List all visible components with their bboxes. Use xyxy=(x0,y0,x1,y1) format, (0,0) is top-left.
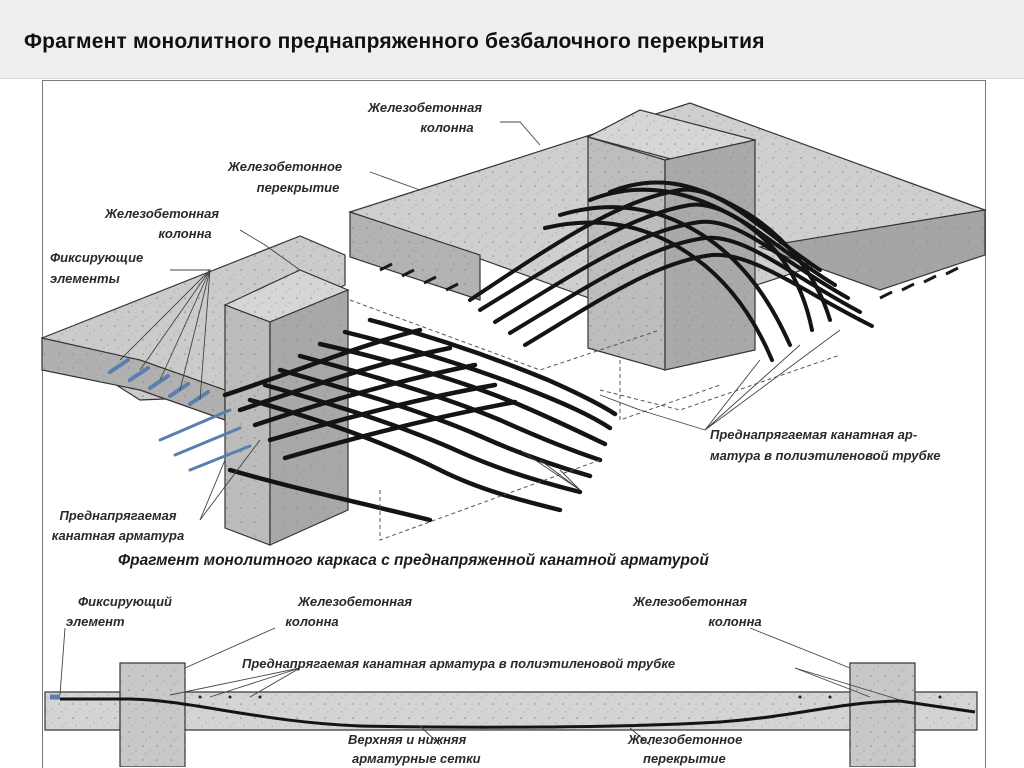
label-tendon-right-1: Преднапрягаемая канатная ар- xyxy=(710,427,917,442)
right-tendon-group xyxy=(468,180,874,362)
page-title: Фрагмент монолитного преднапряженного бе… xyxy=(24,30,765,53)
section-label-tendon: Преднапрягаемая канатная арматура в поли… xyxy=(242,656,675,671)
section-label-column-left-1: Железобетонная xyxy=(297,594,412,609)
section-label-slab-2: перекрытие xyxy=(643,751,726,766)
label-column-top-2: колонна xyxy=(420,120,473,135)
section-tendon xyxy=(60,697,976,729)
header-bar: Фрагмент монолитного преднапряженного бе… xyxy=(0,0,1024,79)
label-fixing-2: элементы xyxy=(50,271,120,286)
section-mesh-top xyxy=(198,695,942,699)
hidden-lines xyxy=(349,299,841,541)
section-label-mesh-1: Верхняя и нижняя xyxy=(348,732,467,747)
label-tendon-right-2: матура в полиэтиленовой трубке xyxy=(710,448,941,463)
section-label-column-right-1: Железобетонная xyxy=(632,594,747,609)
label-slab-top-1: Железобетонное xyxy=(227,159,342,174)
label-tendon-left-1: Преднапрягаемая xyxy=(59,508,176,523)
section-label-fixing-2: элемент xyxy=(66,614,125,629)
leader-lines xyxy=(119,121,841,521)
section-caption: Фрагмент монолитного каркаса с преднапря… xyxy=(118,552,709,569)
section-label-mesh-2: арматурные сетки xyxy=(352,751,481,766)
label-column-top-1: Железобетонная xyxy=(367,100,482,115)
label-column-left-2: колонна xyxy=(158,226,211,241)
fixing-elements xyxy=(108,358,252,472)
section-leaders xyxy=(59,627,901,746)
section-label-fixing-1: Фиксирующий xyxy=(78,594,172,609)
section-label-slab-1: Железобетонное xyxy=(627,732,742,747)
label-tendon-left-2: канатная арматура xyxy=(52,528,184,543)
label-fixing-1: Фиксирующие xyxy=(50,250,143,265)
left-tendon-group xyxy=(222,317,618,523)
section-label-column-left-2: колонна xyxy=(285,614,338,629)
label-column-left-1: Железобетонная xyxy=(104,206,219,221)
left-column xyxy=(223,269,350,546)
section-label-column-right-2: колонна xyxy=(708,614,761,629)
section-view xyxy=(44,627,978,767)
label-slab-top-2: перекрытие xyxy=(257,180,340,195)
right-slab-anchors xyxy=(379,262,959,300)
